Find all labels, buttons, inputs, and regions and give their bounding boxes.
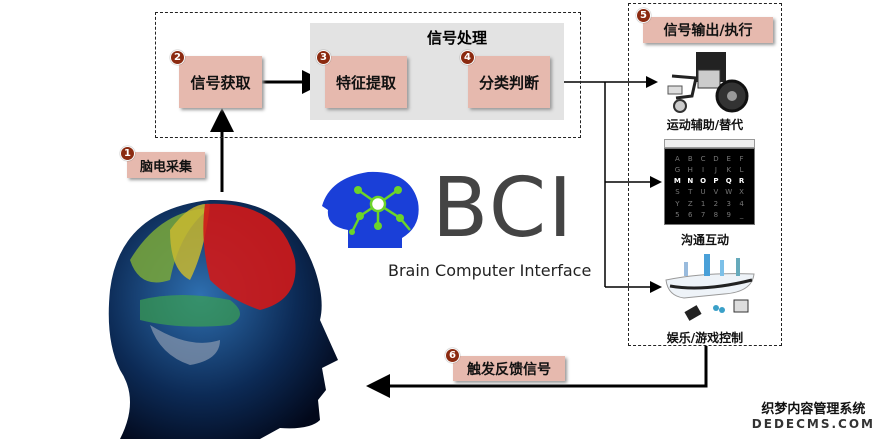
watermark-line2: DEDECMS.COM xyxy=(751,417,875,431)
bci-logo-head-icon xyxy=(322,171,419,248)
speller-cell: U xyxy=(700,188,706,197)
speller-cell: E xyxy=(726,155,731,163)
output-label: 沟通互动 xyxy=(680,233,729,247)
step-badge: 2 xyxy=(170,50,185,65)
speller-cell: 5 xyxy=(675,210,680,219)
game-devices-icon xyxy=(665,254,755,321)
speller-cell: 1 xyxy=(700,199,706,208)
speller-cell: P xyxy=(713,177,719,186)
speller-cell: 6 xyxy=(688,210,693,219)
human-head-brain-image xyxy=(108,199,338,439)
speller-cell: I xyxy=(702,166,705,175)
speller-cell: T xyxy=(688,188,693,197)
acquisition-processing-group xyxy=(155,12,581,138)
speller-cell: Z xyxy=(687,199,693,208)
speller-cell: B xyxy=(687,155,693,163)
speller-cell: 3 xyxy=(726,199,731,208)
speller-cell: Y xyxy=(675,199,680,208)
output-label: 娱乐/游戏控制 xyxy=(666,331,744,345)
bci-logo-title: BCI xyxy=(432,161,575,256)
speller-cell: G xyxy=(674,166,681,175)
step-output: 信号输出/执行 xyxy=(643,17,773,43)
speller-cell: C xyxy=(700,155,706,163)
step-badge: 1 xyxy=(120,146,135,161)
speller-cell: 2 xyxy=(713,199,719,208)
speller-cell: H xyxy=(687,166,693,175)
step-feedback: 触发反馈信号 xyxy=(453,356,565,381)
step-classification: 分类判断 xyxy=(468,56,550,108)
feedback-arrow xyxy=(366,346,708,398)
step-badge: 4 xyxy=(460,50,475,65)
speller-cell: F xyxy=(739,155,744,163)
speller-cell: 7 xyxy=(700,210,706,219)
signal-processing-title: 信号处理 xyxy=(426,29,487,47)
speller-cell: 4 xyxy=(739,199,744,208)
speller-cell: K xyxy=(726,166,732,175)
speller-cell: R xyxy=(738,177,745,186)
speller-cell: 8 xyxy=(713,210,719,219)
step-badge: 3 xyxy=(316,50,331,65)
bci-logo-subtitle: Brain Computer Interface xyxy=(388,261,592,280)
speller-cell: A xyxy=(675,155,680,163)
watermark: 织梦内容管理系统 DEDECMS.COM xyxy=(751,402,875,432)
speller-cell: X xyxy=(739,188,744,197)
output-group xyxy=(628,3,782,346)
speller-cell: J xyxy=(714,166,717,175)
speller-cell: N xyxy=(687,177,694,186)
speller-cell: S xyxy=(675,188,680,197)
step-badge: 6 xyxy=(445,348,460,363)
speller-cell: Q xyxy=(725,177,732,186)
step-signal-acquisition: 信号获取 xyxy=(179,56,262,108)
speller-cell: 9 xyxy=(726,210,731,219)
speller-cell: _ xyxy=(739,210,744,219)
step-eeg-collection: 脑电采集 xyxy=(127,152,205,178)
speller-cell: L xyxy=(739,166,744,175)
output-label: 运动辅助/替代 xyxy=(666,118,744,132)
step-badge: 5 xyxy=(636,8,651,23)
speller-cell: M xyxy=(673,177,681,186)
watermark-line1: 织梦内容管理系统 xyxy=(761,402,866,417)
speller-cell: W xyxy=(725,188,733,197)
speller-cell: O xyxy=(700,177,707,186)
speller-cell: V xyxy=(713,188,719,197)
wheelchair-icon xyxy=(667,52,749,113)
step-feature-extraction: 特征提取 xyxy=(325,56,407,108)
speller-cell: D xyxy=(713,155,719,163)
